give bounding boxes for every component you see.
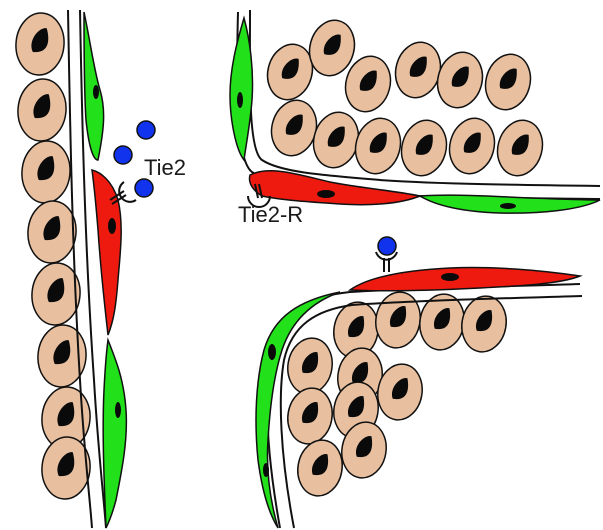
tie2-label: Tie2 [144,155,186,180]
tie2-ligand-dot-bound [135,179,153,197]
bottom-right-tissue-cells [283,289,510,500]
tissue-cell [293,437,346,500]
tie2-ligand-dot [137,121,155,139]
tissue-cell [457,293,510,356]
tie2-ligand-dot [114,146,132,164]
tissue-cell [283,385,336,448]
tissue-cell [25,199,78,265]
left-red-nucleus [108,218,116,234]
tissue-cell [480,49,537,114]
left-green-nucleus-bottom [115,402,121,418]
tissue-cell [492,115,549,180]
tissue-cell [15,77,68,143]
tissue-cell [432,47,489,112]
tissue-cell [350,113,407,178]
top-right-red-nucleus [317,190,335,198]
bottom-right-vessel-panel [256,237,582,528]
bottom-right-green-nucleus-2 [263,463,269,477]
tissue-cell [444,113,501,178]
top-right-green-endothelial-cell-left [230,18,253,160]
tissue-cell [371,289,424,352]
tissue-cell [19,139,72,205]
top-right-green-nucleus-right [500,203,516,209]
left-green-endothelial-cell-bottom [103,340,126,528]
tissue-cell [13,11,66,77]
tie2-receptor-label: Tie2-R [238,202,303,227]
left-green-endothelial-cell-top [84,12,104,160]
top-right-green-nucleus-left [237,92,243,108]
top-right-tissue-cells [262,15,549,180]
top-right-vessel-panel: Tie2-R [230,10,600,227]
bottom-right-green-nucleus-1 [268,344,276,360]
tie2-ligand-dot-bound [378,237,396,255]
left-green-nucleus-top [93,85,99,99]
tissue-cell [396,115,453,180]
bottom-right-red-nucleus [441,273,459,281]
tissue-cell [390,37,447,102]
left-vessel-panel: Tie2 [13,10,186,528]
